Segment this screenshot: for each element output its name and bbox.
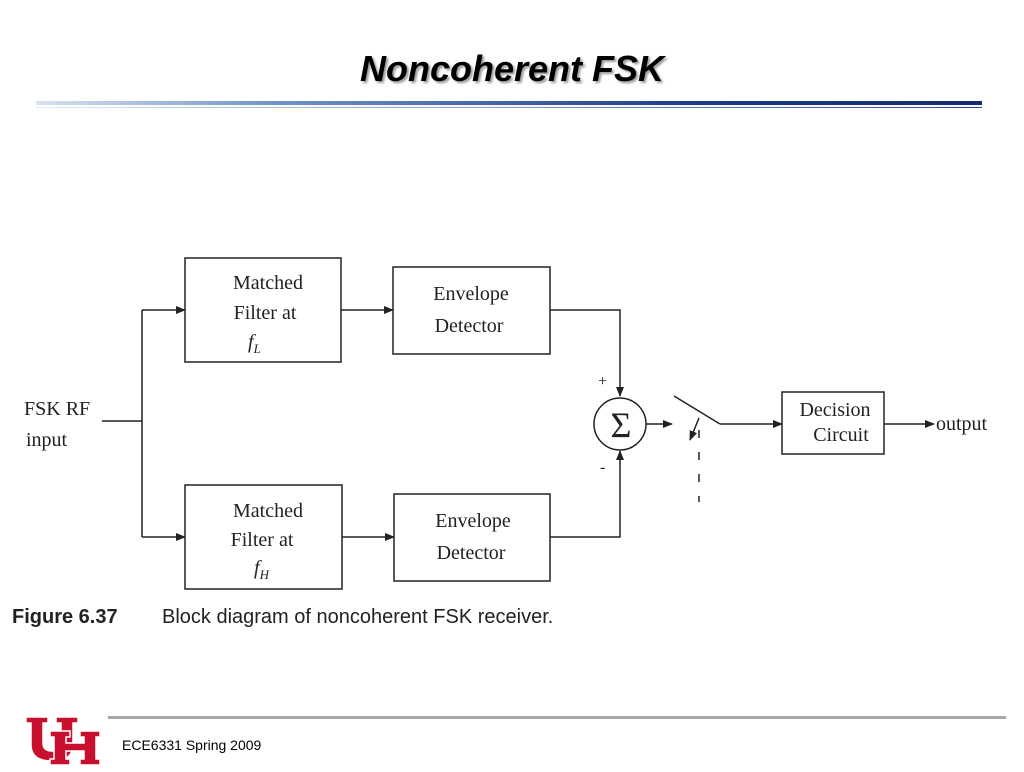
fsk-receiver-block-diagram: FSK RF input Matched Filter at fL Envelo… xyxy=(24,257,988,590)
bottom-envelope-line2: Detector xyxy=(437,542,506,564)
decision-circuit-block xyxy=(781,391,885,455)
uh-logo xyxy=(22,713,104,772)
summer-plus-sign: + xyxy=(598,373,607,390)
figure-number: Figure 6.37 xyxy=(12,606,118,628)
bottom-filter-line2: Filter at xyxy=(231,529,294,551)
title-underline-thin xyxy=(36,107,982,108)
figure-caption: Figure 6.37 Block diagram of noncoherent … xyxy=(12,606,553,629)
footer-course-label: ECE6331 Spring 2009 xyxy=(122,737,262,753)
top-envelope-line2: Detector xyxy=(435,315,504,337)
bottom-envelope-line1: Envelope xyxy=(435,510,511,532)
switch-actuator-arrow xyxy=(689,417,700,441)
top-envelope-line1: Envelope xyxy=(433,283,509,305)
slide-title: Noncoherent FSK xyxy=(359,48,664,89)
decision-line1: Decision xyxy=(799,399,870,421)
footer-divider xyxy=(108,716,1006,719)
top-filter-line1: Matched xyxy=(233,272,303,294)
output-label: output xyxy=(936,413,988,435)
bottom-filter-line1: Matched xyxy=(233,500,303,522)
input-label-line2: input xyxy=(26,429,68,451)
top-filter-frequency: fL xyxy=(248,331,261,356)
summer-minus-sign: - xyxy=(600,459,605,476)
figure-caption-text: Block diagram of noncoherent FSK receive… xyxy=(162,606,554,628)
top-filter-line2: Filter at xyxy=(234,302,297,324)
title-underline xyxy=(36,101,982,105)
bottom-filter-frequency: fH xyxy=(254,557,270,582)
summer-sigma-symbol: Σ xyxy=(611,405,632,445)
decision-line2: Circuit xyxy=(813,424,869,446)
bottom-matched-filter-block xyxy=(184,484,343,590)
input-label-line1: FSK RF xyxy=(24,398,90,420)
arrow-top-envelope-to-summer xyxy=(550,309,624,397)
bottom-envelope-detector-block xyxy=(393,493,551,582)
switch-blade xyxy=(673,395,721,425)
top-envelope-detector-block xyxy=(392,266,551,355)
arrow-bottom-envelope-to-summer xyxy=(550,450,624,538)
